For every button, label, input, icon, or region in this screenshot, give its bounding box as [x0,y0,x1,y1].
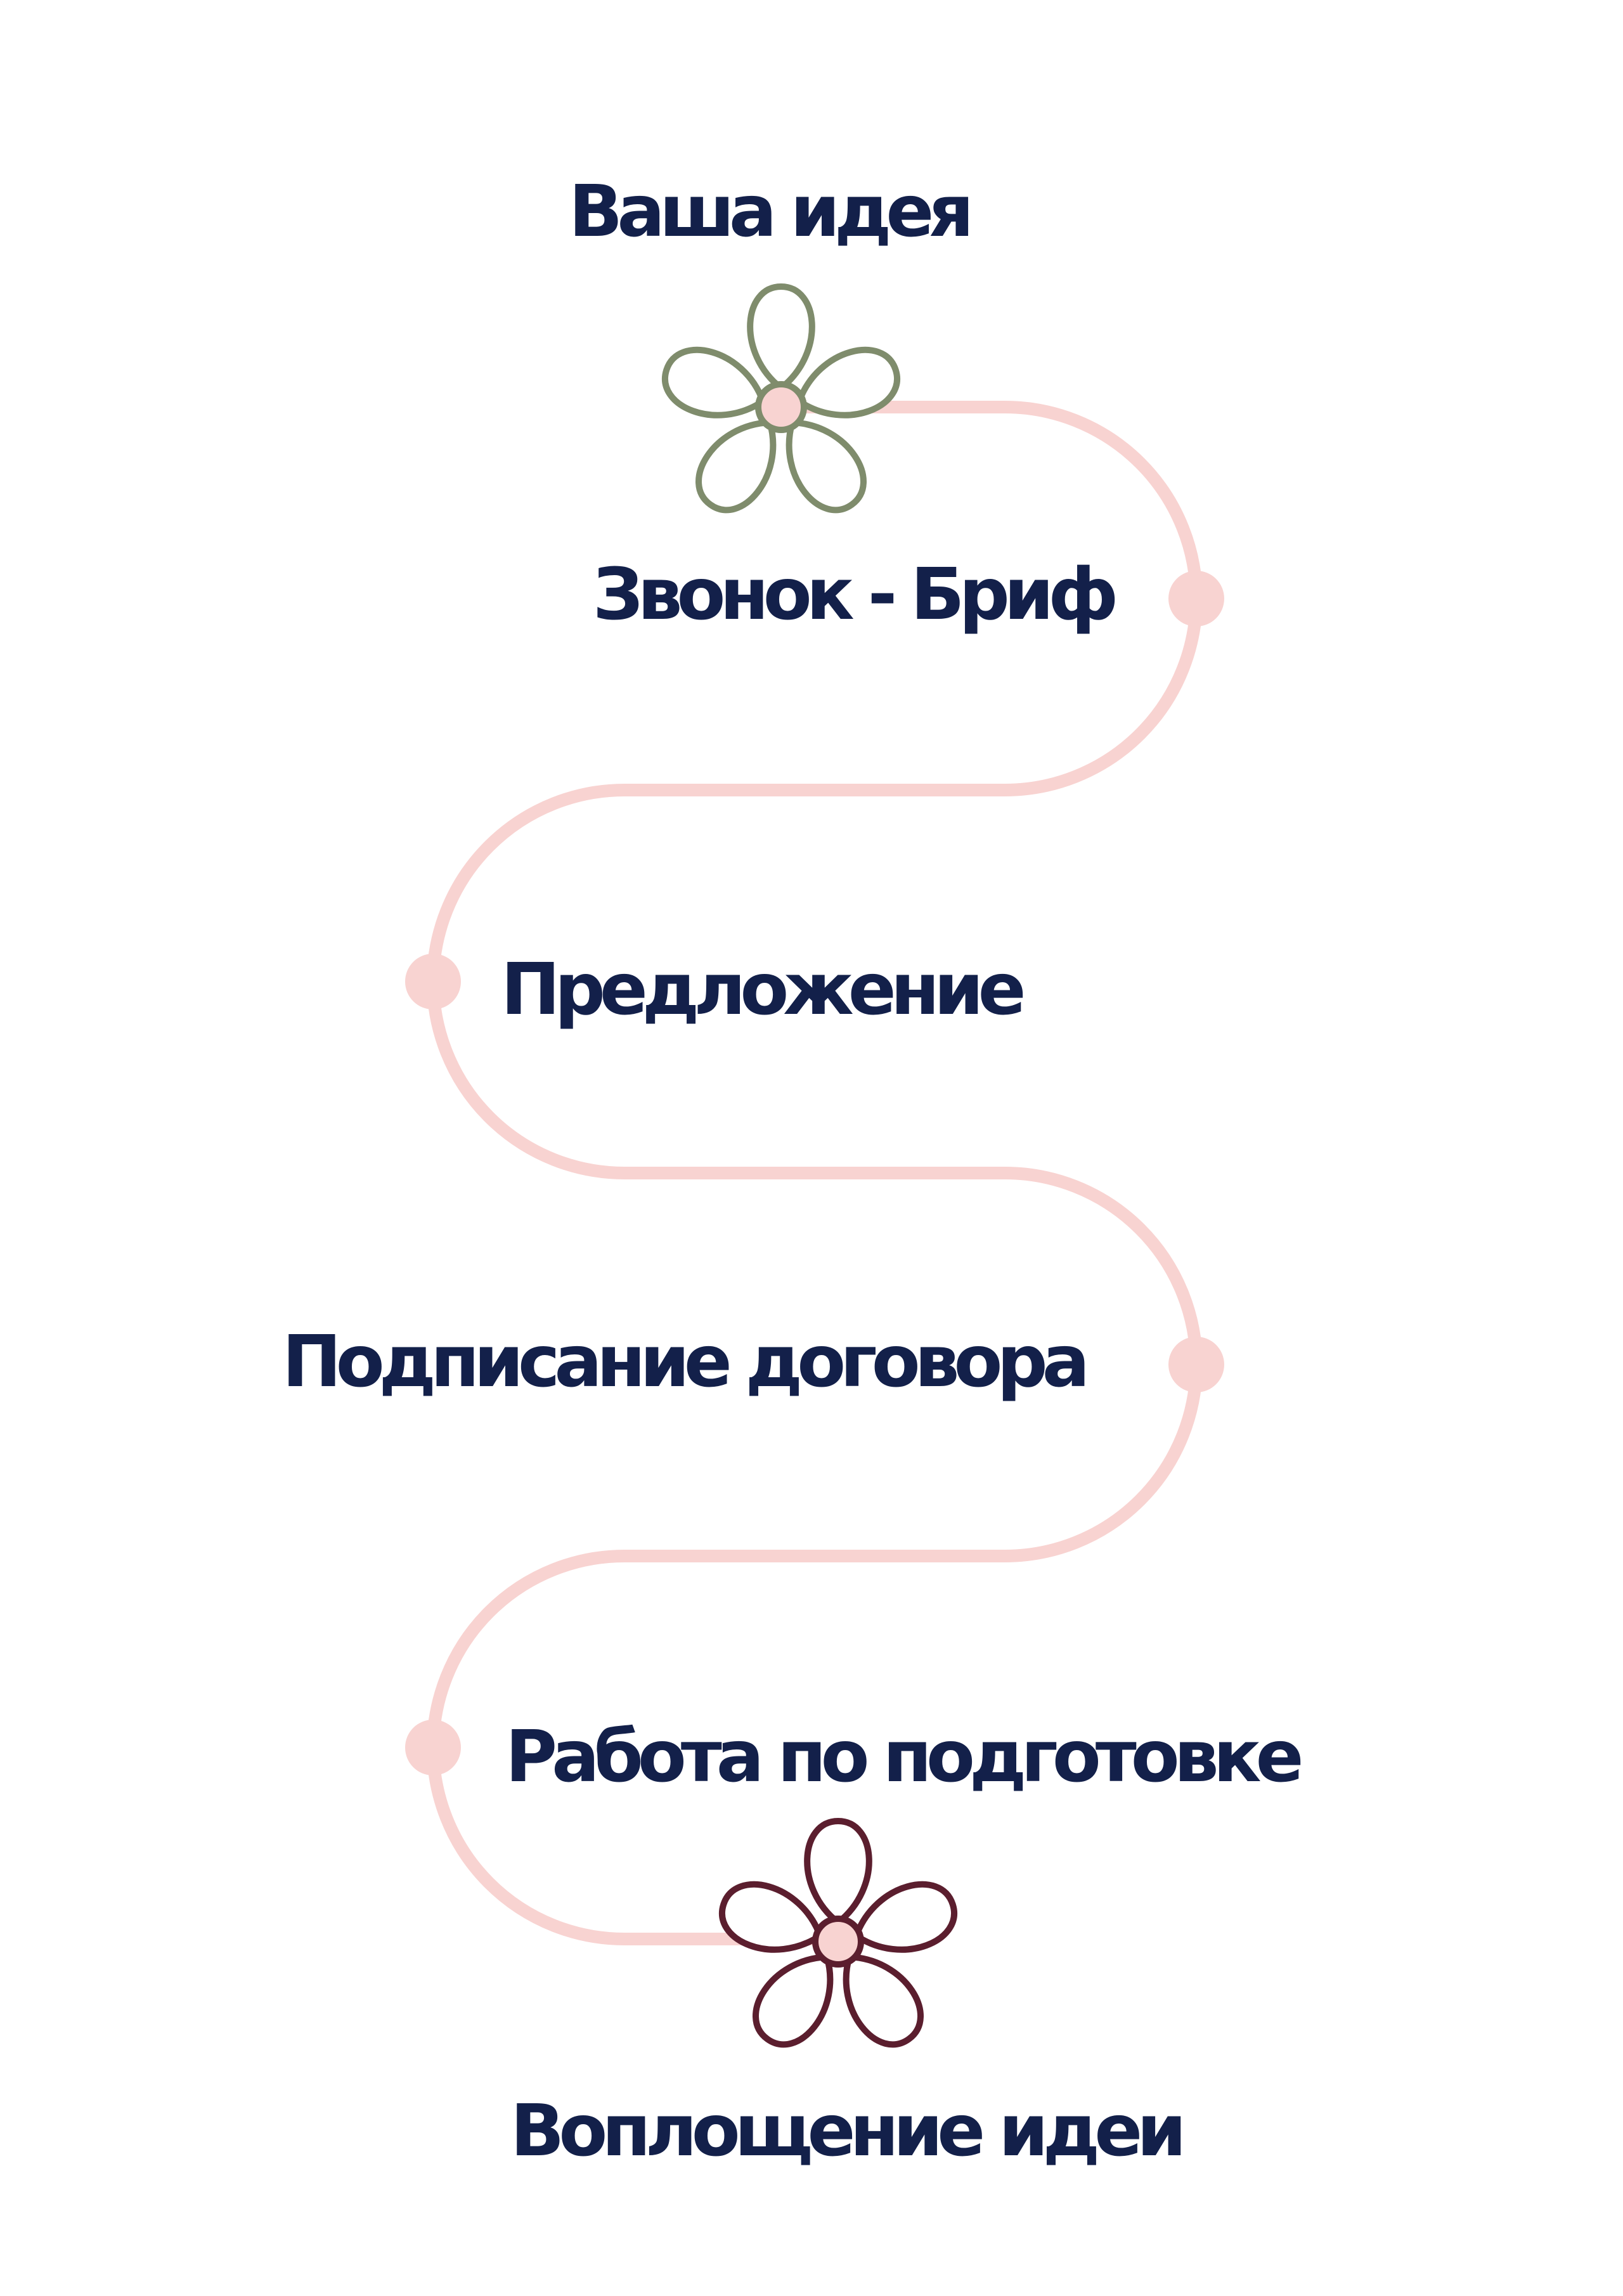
dot-marker-step-5 [405,1720,461,1775]
dot-marker-step-3 [405,954,461,1009]
dot-marker-step-2 [1168,571,1224,626]
step-label-6: Воплощение идеи [510,2090,1187,2172]
flower-icon [719,1818,957,2048]
step-label-3: Предложение [501,949,1026,1031]
step-label-2: Звонок - Бриф [593,554,1118,636]
flower-icon [662,283,900,514]
dot-marker-step-4 [1168,1337,1224,1392]
step-label-5: Работа по подготовке [505,1716,1304,1798]
step-label-1: Ваша идея [569,171,974,253]
step-label-4: Подписание договора [282,1321,1090,1403]
timeline-path [427,401,1203,1945]
